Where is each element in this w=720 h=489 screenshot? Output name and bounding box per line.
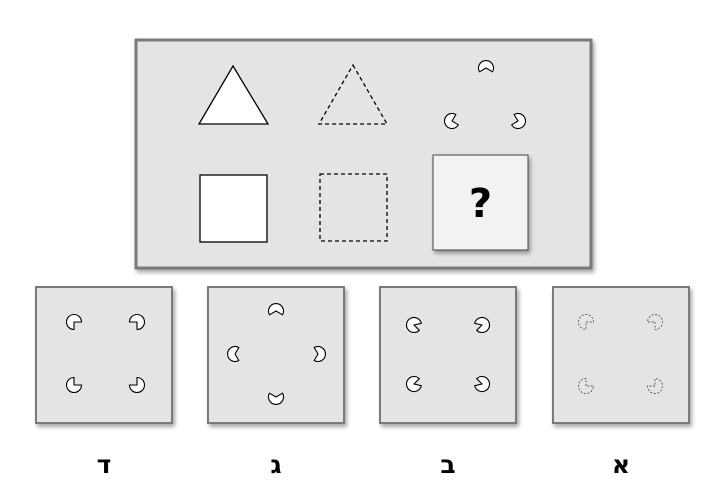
illusory-triangle-pacmen [443,60,527,129]
dashed-triangle [317,63,389,125]
answer-label-alef: א [612,450,630,479]
answer-option-bet[interactable] [379,286,517,424]
answer-option-gimel[interactable] [207,286,345,424]
matrix-panel: ? [134,38,593,270]
answer-option-alef[interactable] [552,286,690,424]
answer-label-bet: ב [440,450,455,479]
answer-option-dalet[interactable] [35,286,173,424]
dashed-square [319,173,388,242]
answer-label-gimel: ג [270,450,281,479]
solid-triangle [197,64,270,125]
question-mark: ? [469,181,492,227]
answer-label-dalet: ד [97,450,112,479]
question-box: ? [432,154,529,251]
solid-square [199,174,268,243]
